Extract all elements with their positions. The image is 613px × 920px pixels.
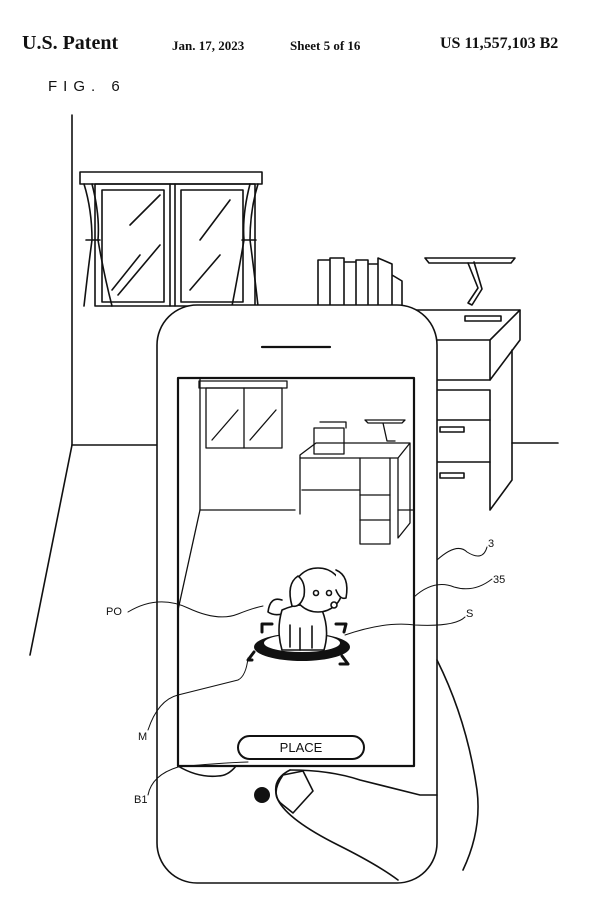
ref-label-object: PO (106, 606, 122, 618)
virtual-dog-object (267, 567, 348, 651)
header-title: U.S. Patent (22, 32, 119, 54)
hand (177, 659, 479, 881)
desk (399, 309, 521, 511)
books (317, 257, 403, 311)
ref-label-display: 35 (493, 574, 506, 586)
header-patent-number: US 11,557,103 B2 (440, 35, 559, 52)
figure-label: FIG. 6 (48, 78, 126, 95)
leader-lines (127, 546, 493, 796)
desk-lamp (424, 257, 516, 322)
ref-label-marker: M (138, 731, 148, 743)
display-screen (176, 376, 416, 768)
room-walls (29, 114, 559, 656)
screen-room-view (177, 377, 415, 611)
home-button[interactable] (254, 787, 270, 803)
ref-label-device: 3 (488, 538, 495, 550)
window (79, 171, 263, 307)
place-button[interactable]: PLACE (237, 735, 365, 760)
header-date: Jan. 17, 2023 (172, 38, 245, 53)
header-sheet: Sheet 5 of 16 (290, 38, 361, 53)
ref-label-shadow: S (466, 608, 474, 620)
ref-label-button: B1 (134, 794, 148, 806)
